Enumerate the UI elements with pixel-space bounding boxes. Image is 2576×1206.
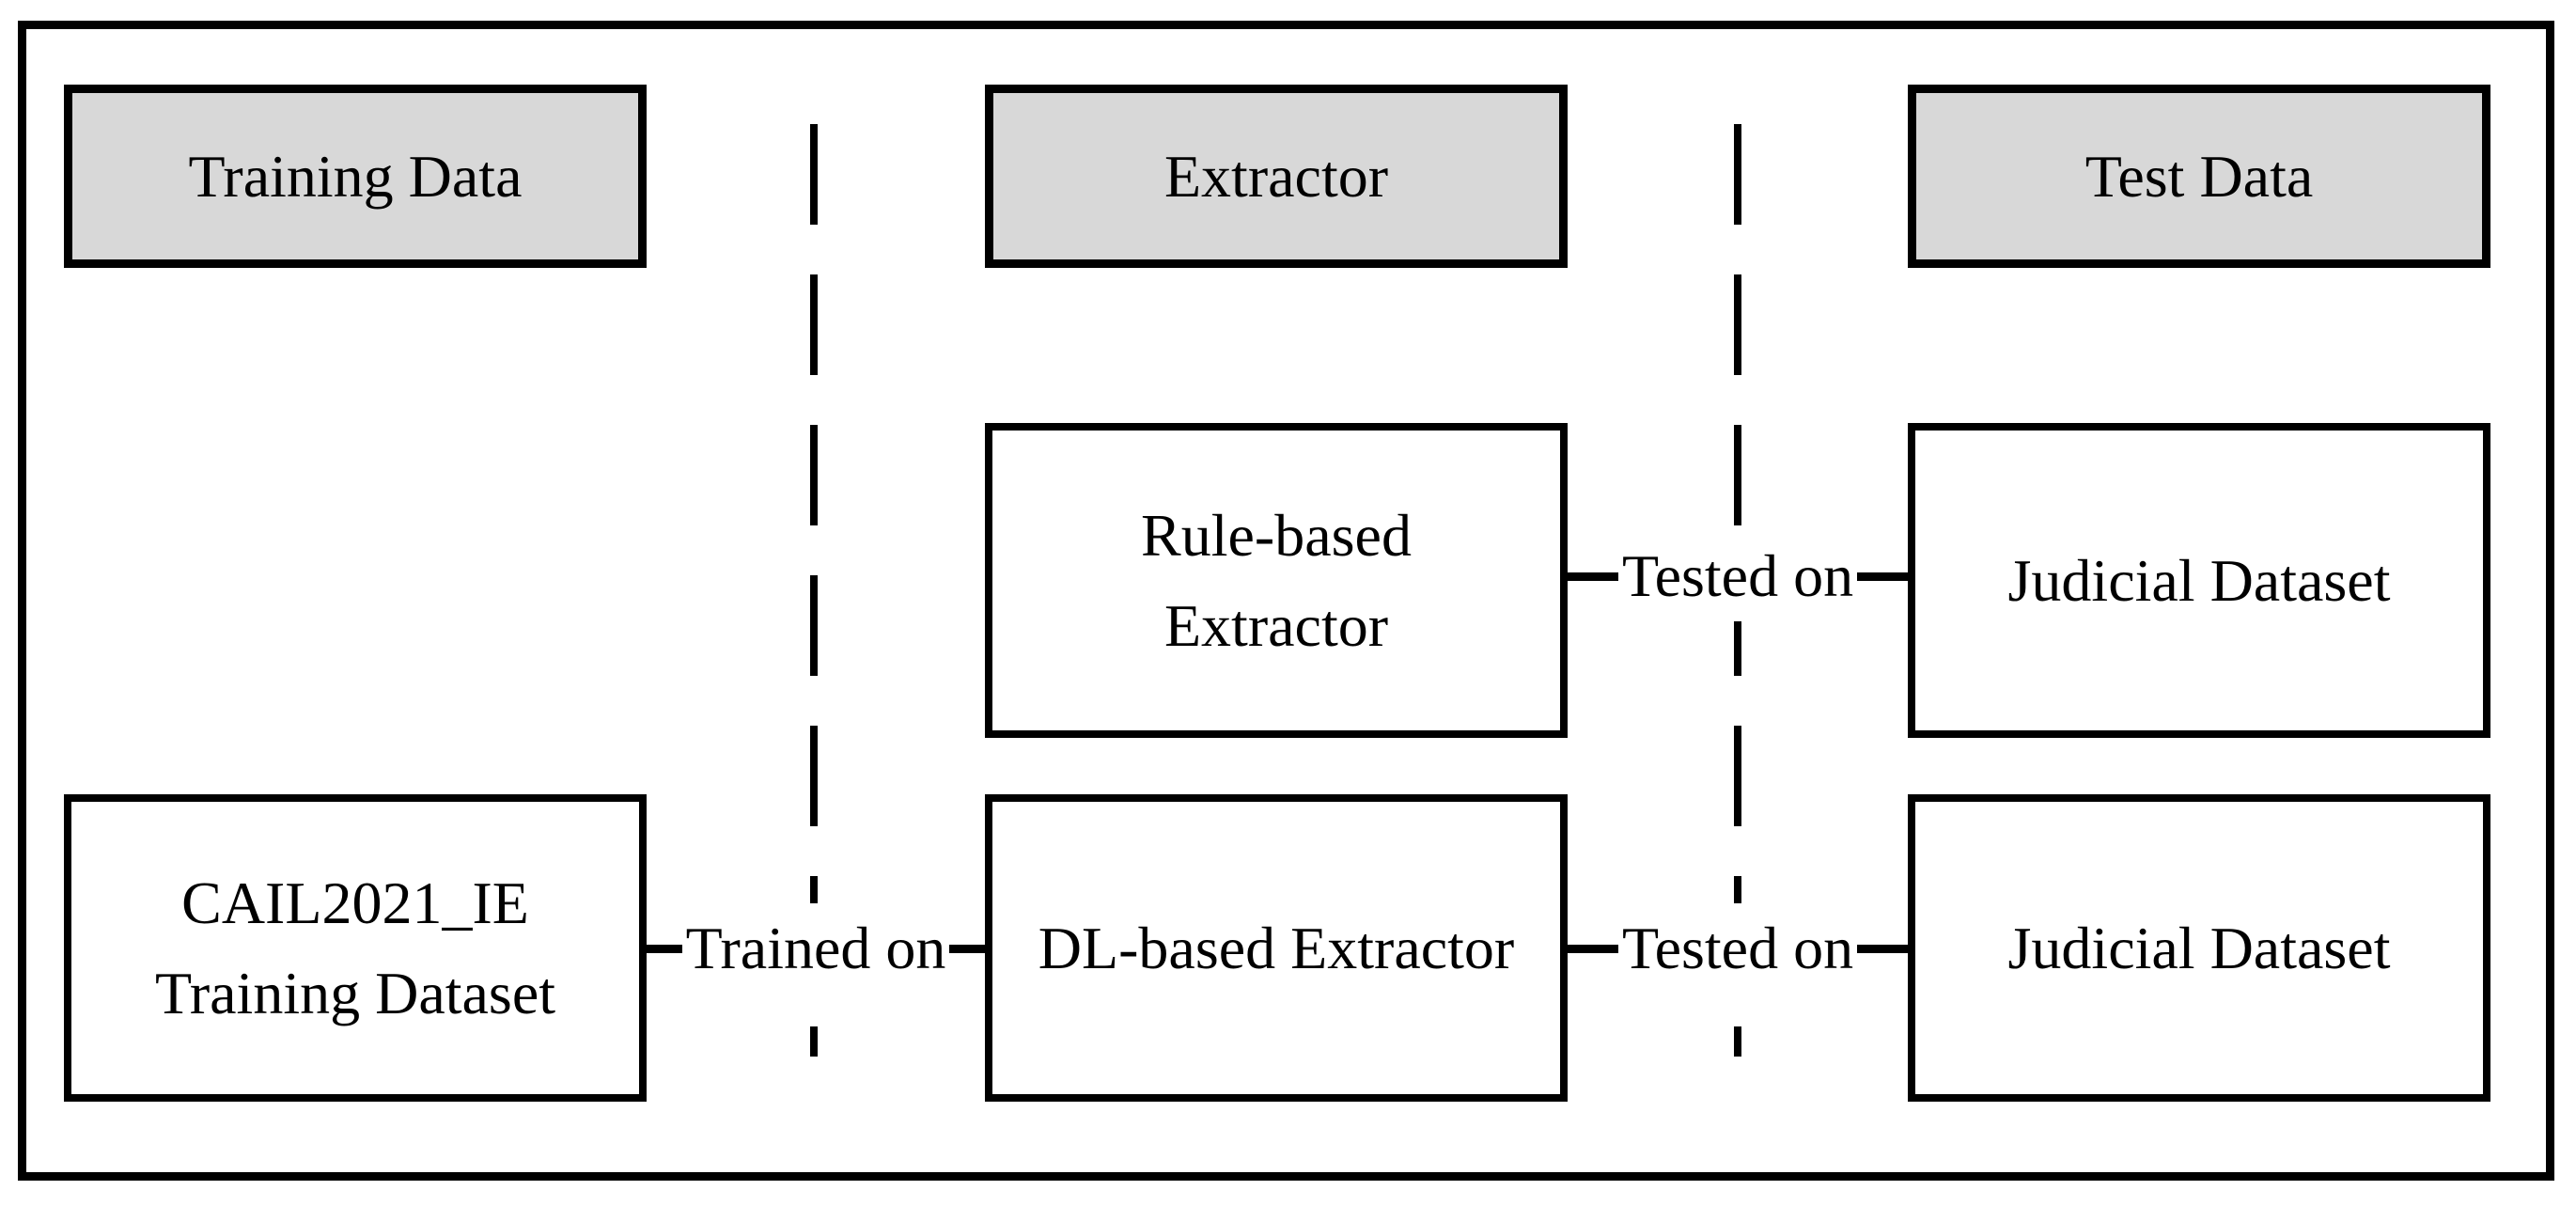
box-rule-based-extractor: Rule-based Extractor: [985, 423, 1568, 738]
header-label-line: Training Data: [188, 142, 523, 210]
box-label: CAIL2021_IE Training Dataset: [155, 858, 555, 1039]
connector-line-left: [1568, 944, 1618, 953]
header-training-data: Training Data: [64, 85, 647, 268]
box-judicial-dataset-bottom: Judicial Dataset: [1908, 794, 2490, 1102]
box-label: Judicial Dataset: [2008, 903, 2391, 994]
box-label-line: Training Dataset: [154, 959, 556, 1026]
box-label-line: Judicial Dataset: [2007, 914, 2391, 981]
connector-tested-on-top: Tested on: [1568, 531, 1908, 621]
connector-label-trained-on: Trained on: [681, 903, 950, 994]
box-label-line: Rule-based: [1141, 501, 1412, 569]
box-label-line: Judicial Dataset: [2007, 546, 2391, 614]
box-judicial-dataset-top: Judicial Dataset: [1908, 423, 2490, 738]
connector-label-tested-on: Tested on: [1617, 531, 1858, 621]
connector-line-right: [1857, 572, 1908, 581]
connector-line-right: [949, 944, 985, 953]
connector-trained-on: Trained on: [647, 903, 985, 994]
box-label-line: CAIL2021_IE: [181, 869, 529, 936]
header-label-line: Test Data: [2084, 142, 2314, 210]
connector-tested-on-bottom: Tested on: [1568, 903, 1908, 994]
connector-line-right: [1857, 944, 1908, 953]
box-label-line: Extractor: [1163, 591, 1389, 659]
box-label: Judicial Dataset: [2008, 536, 2391, 626]
box-label: Rule-based Extractor: [1141, 491, 1412, 671]
header-label-line: Extractor: [1163, 142, 1389, 210]
dashed-divider-left: [810, 124, 818, 1057]
header-extractor: Extractor: [985, 85, 1568, 268]
box-label-line: DL-based Extractor: [1038, 914, 1515, 981]
box-label: DL-based Extractor: [1038, 903, 1514, 994]
connector-line-left: [647, 944, 682, 953]
box-cail2021-ie-training-dataset: CAIL2021_IE Training Dataset: [64, 794, 647, 1102]
connector-line-left: [1568, 572, 1618, 581]
connector-label-tested-on: Tested on: [1617, 903, 1858, 994]
outer-frame: [18, 21, 2554, 1181]
header-label: Extractor: [1164, 132, 1388, 222]
header-test-data: Test Data: [1908, 85, 2490, 268]
header-label: Training Data: [189, 132, 523, 222]
box-dl-based-extractor: DL-based Extractor: [985, 794, 1568, 1102]
header-label: Test Data: [2085, 132, 2314, 222]
